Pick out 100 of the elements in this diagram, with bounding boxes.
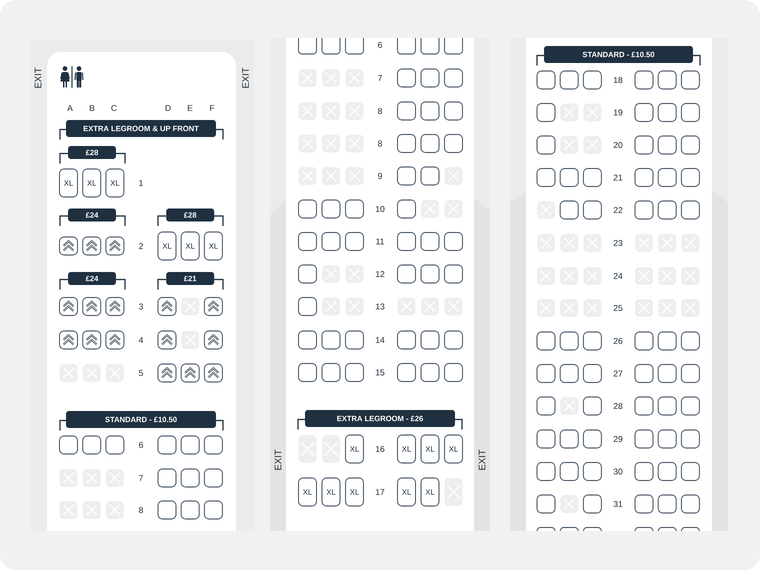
seat xyxy=(634,103,654,122)
seat xyxy=(560,430,579,448)
seat xyxy=(658,168,677,187)
row-number: 3 xyxy=(138,304,143,310)
seat xyxy=(345,232,364,251)
column-letter: C xyxy=(111,105,117,111)
seat xyxy=(298,200,317,218)
seat xyxy=(658,70,677,90)
seat xyxy=(444,330,463,350)
seat xyxy=(536,136,556,154)
seat xyxy=(560,332,579,350)
seat xyxy=(536,332,556,350)
row-number: 6 xyxy=(378,42,382,48)
seat xyxy=(680,494,700,514)
row-number: 28 xyxy=(614,403,622,409)
seat xyxy=(536,396,556,416)
seat xyxy=(204,436,223,454)
seat xyxy=(158,468,176,488)
exit-label: EXIT xyxy=(478,450,486,470)
seat xyxy=(536,168,556,187)
exit-label: EXIT xyxy=(274,450,282,470)
exit-label: EXIT xyxy=(242,68,249,88)
row-number: 5 xyxy=(138,370,144,376)
seat xyxy=(322,232,340,251)
seat xyxy=(536,364,556,383)
seat xyxy=(105,436,124,454)
seat xyxy=(536,527,556,532)
seat xyxy=(322,200,340,218)
seat xyxy=(298,297,317,316)
seat xyxy=(634,462,654,481)
seat xyxy=(444,232,463,251)
seat xyxy=(680,70,700,90)
seat xyxy=(582,364,602,383)
seat xyxy=(634,494,654,514)
seat xyxy=(634,430,654,448)
seat xyxy=(680,527,700,532)
row-number: 16 xyxy=(376,446,384,452)
seat xyxy=(658,364,677,383)
row-number: 10 xyxy=(376,206,384,212)
seat xyxy=(536,70,556,90)
row-number: 19 xyxy=(614,110,622,116)
seat xyxy=(298,38,317,54)
row-number: 20 xyxy=(614,142,622,148)
seat xyxy=(536,494,556,514)
seat xyxy=(680,103,700,122)
seat xyxy=(634,364,654,383)
row-number: 24 xyxy=(614,273,622,279)
seat xyxy=(204,500,223,520)
seat xyxy=(634,200,654,220)
seat xyxy=(582,430,602,448)
row-number: 30 xyxy=(614,468,622,474)
seat xyxy=(345,363,364,382)
seat xyxy=(298,330,317,350)
seat xyxy=(298,363,317,382)
seat xyxy=(444,264,463,284)
seat xyxy=(158,500,176,520)
seat xyxy=(560,462,579,481)
row-number: 9 xyxy=(378,173,382,179)
seat xyxy=(536,103,556,122)
seat xyxy=(397,232,416,251)
seat xyxy=(345,38,364,54)
seat xyxy=(680,200,700,220)
row-number: 12 xyxy=(376,271,384,277)
seat xyxy=(420,264,440,284)
row-number: 27 xyxy=(614,370,622,376)
row-number: 17 xyxy=(376,489,384,495)
seat xyxy=(658,430,677,448)
seat xyxy=(158,436,176,454)
row-number: 22 xyxy=(614,207,622,213)
row-number: 26 xyxy=(614,338,622,344)
seat xyxy=(397,102,416,120)
seat xyxy=(560,168,579,187)
seat xyxy=(444,102,463,120)
seat xyxy=(420,38,440,54)
seat xyxy=(397,134,416,153)
seat xyxy=(680,430,700,448)
seat xyxy=(560,70,579,90)
seat xyxy=(582,200,602,220)
seat xyxy=(444,68,463,88)
seat xyxy=(444,134,463,153)
row-number: 7 xyxy=(139,475,143,481)
row-number: 1 xyxy=(139,180,143,186)
row-number: 21 xyxy=(614,174,622,180)
seat xyxy=(634,332,654,350)
column-letter: D xyxy=(166,105,171,111)
seat xyxy=(582,527,602,532)
row-number: 13 xyxy=(376,304,384,310)
seat xyxy=(658,494,677,514)
seat xyxy=(680,364,700,383)
column-letter: A xyxy=(67,105,73,111)
seat xyxy=(634,527,654,532)
seat xyxy=(420,134,440,153)
seat xyxy=(180,436,200,454)
seat xyxy=(322,330,340,350)
seat xyxy=(444,38,463,54)
seat xyxy=(420,330,440,350)
seat xyxy=(680,136,700,154)
seat xyxy=(180,468,200,488)
seat xyxy=(322,363,340,382)
row-number: 31 xyxy=(614,501,622,507)
